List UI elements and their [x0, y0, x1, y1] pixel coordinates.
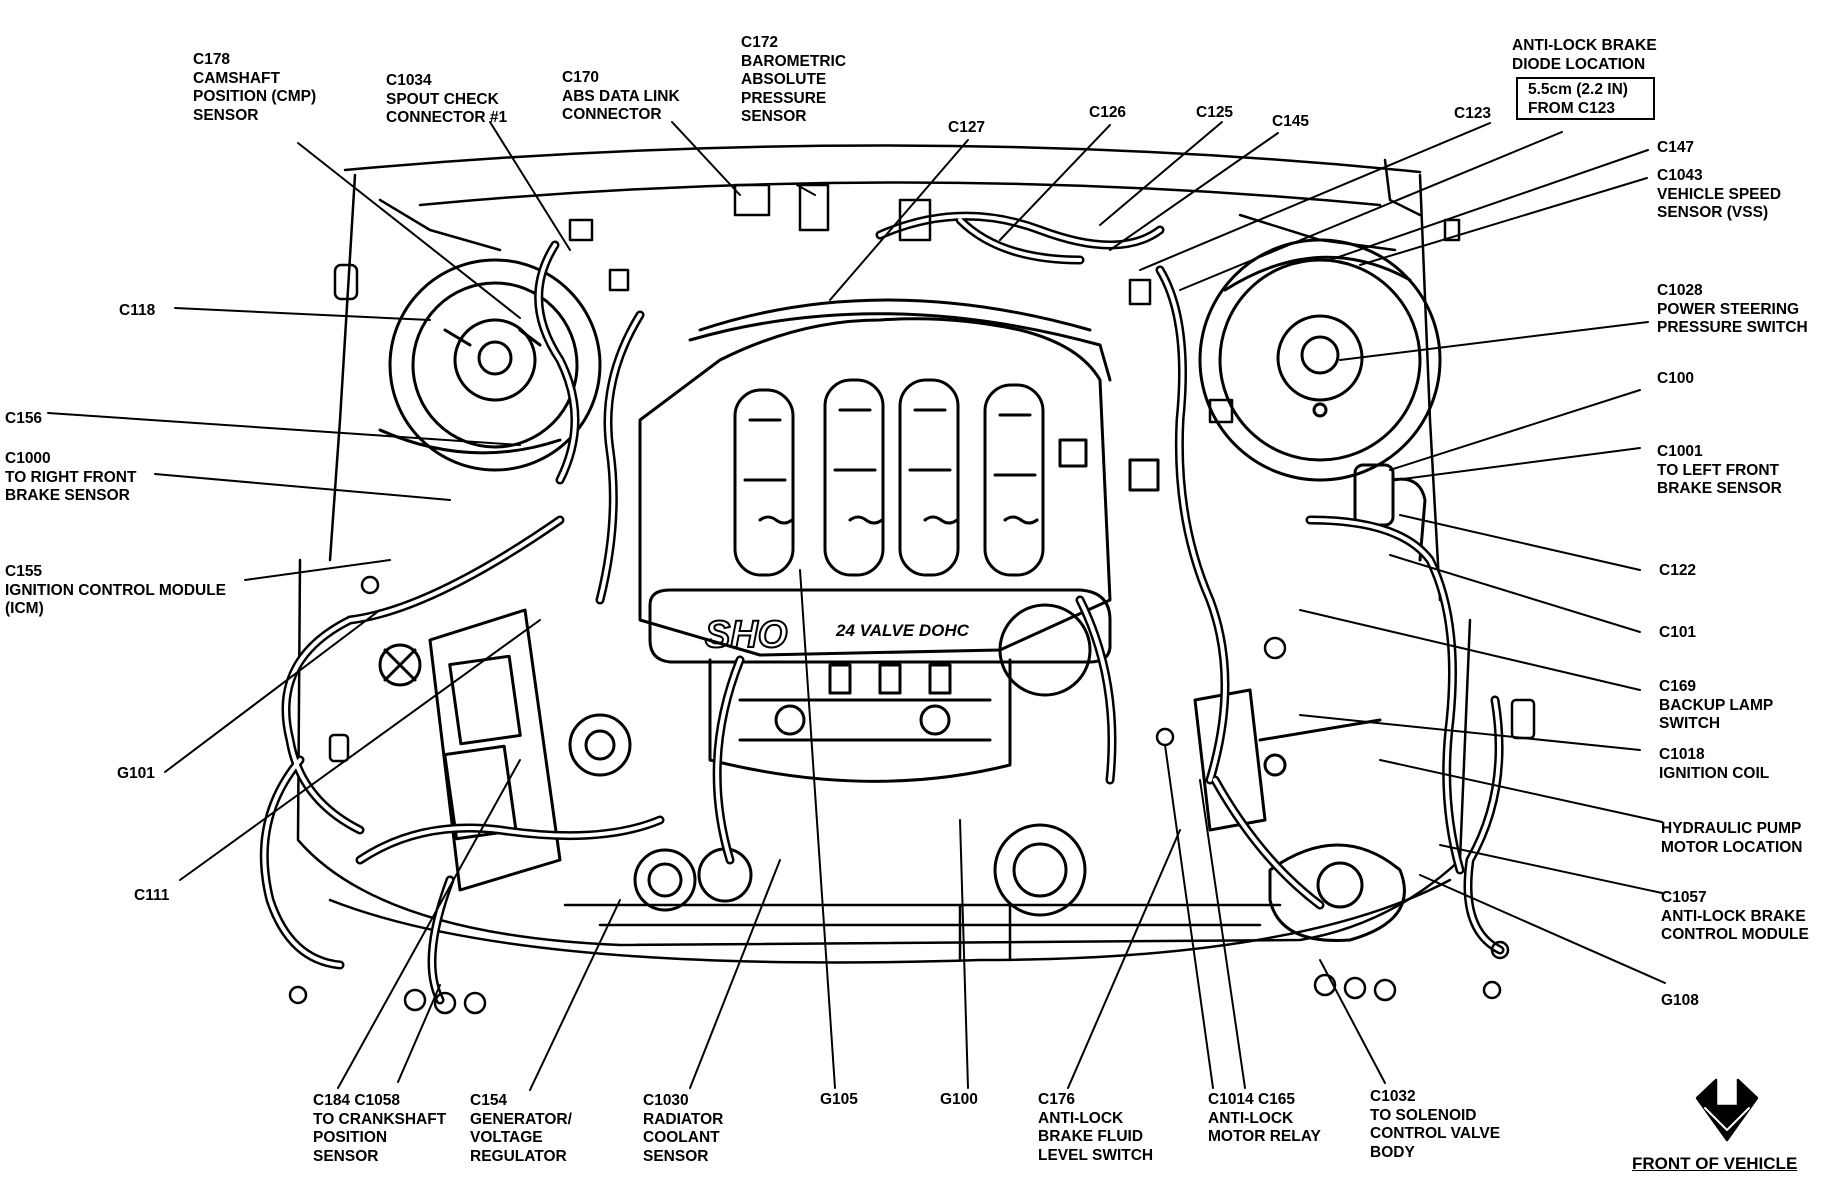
front-arrow-icon — [1695, 1078, 1759, 1142]
diode-location-box: 5.5cm (2.2 IN) FROM C123 — [1516, 77, 1655, 120]
label-c111: C111 — [134, 887, 170, 904]
label-c101: C101 — [1659, 624, 1697, 641]
label-c126: C126 — [1089, 104, 1127, 121]
left-strut-tower — [1198, 238, 1442, 482]
abs-unit — [993, 603, 1406, 942]
front-of-vehicle-label: FRONT OF VEHICLE — [1632, 1154, 1798, 1173]
label-g100: G100 — [940, 1091, 978, 1108]
leader-lines — [47, 121, 1666, 1091]
right-strut-tower — [378, 258, 602, 472]
label-g105: G105 — [820, 1091, 858, 1108]
label-c156: C156 — [5, 410, 43, 427]
label-g108: G108 — [1661, 992, 1699, 1009]
battery — [378, 608, 562, 892]
label-c125: C125 — [1196, 104, 1234, 121]
engine-cover-subtext: 24 VALVE DOHC — [835, 621, 970, 640]
generator — [568, 713, 753, 912]
left-brake-connector — [1058, 438, 1427, 562]
label-c118: C118 — [119, 302, 156, 319]
label-c127: C127 — [948, 119, 986, 136]
bottom-plugs — [288, 973, 1502, 1015]
label-c123: C123 — [1454, 105, 1492, 122]
engine-block — [638, 298, 1112, 783]
label-c100: C100 — [1657, 370, 1695, 387]
label-g101: G101 — [117, 765, 155, 782]
label-c122: C122 — [1659, 562, 1697, 579]
label-c145: C145 — [1272, 113, 1310, 130]
label-c147: C147 — [1657, 139, 1695, 156]
engine-cover-text: SHO — [705, 614, 787, 656]
diode-location-title: ANTI-LOCK BRAKE DIODE LOCATION — [1512, 37, 1657, 73]
